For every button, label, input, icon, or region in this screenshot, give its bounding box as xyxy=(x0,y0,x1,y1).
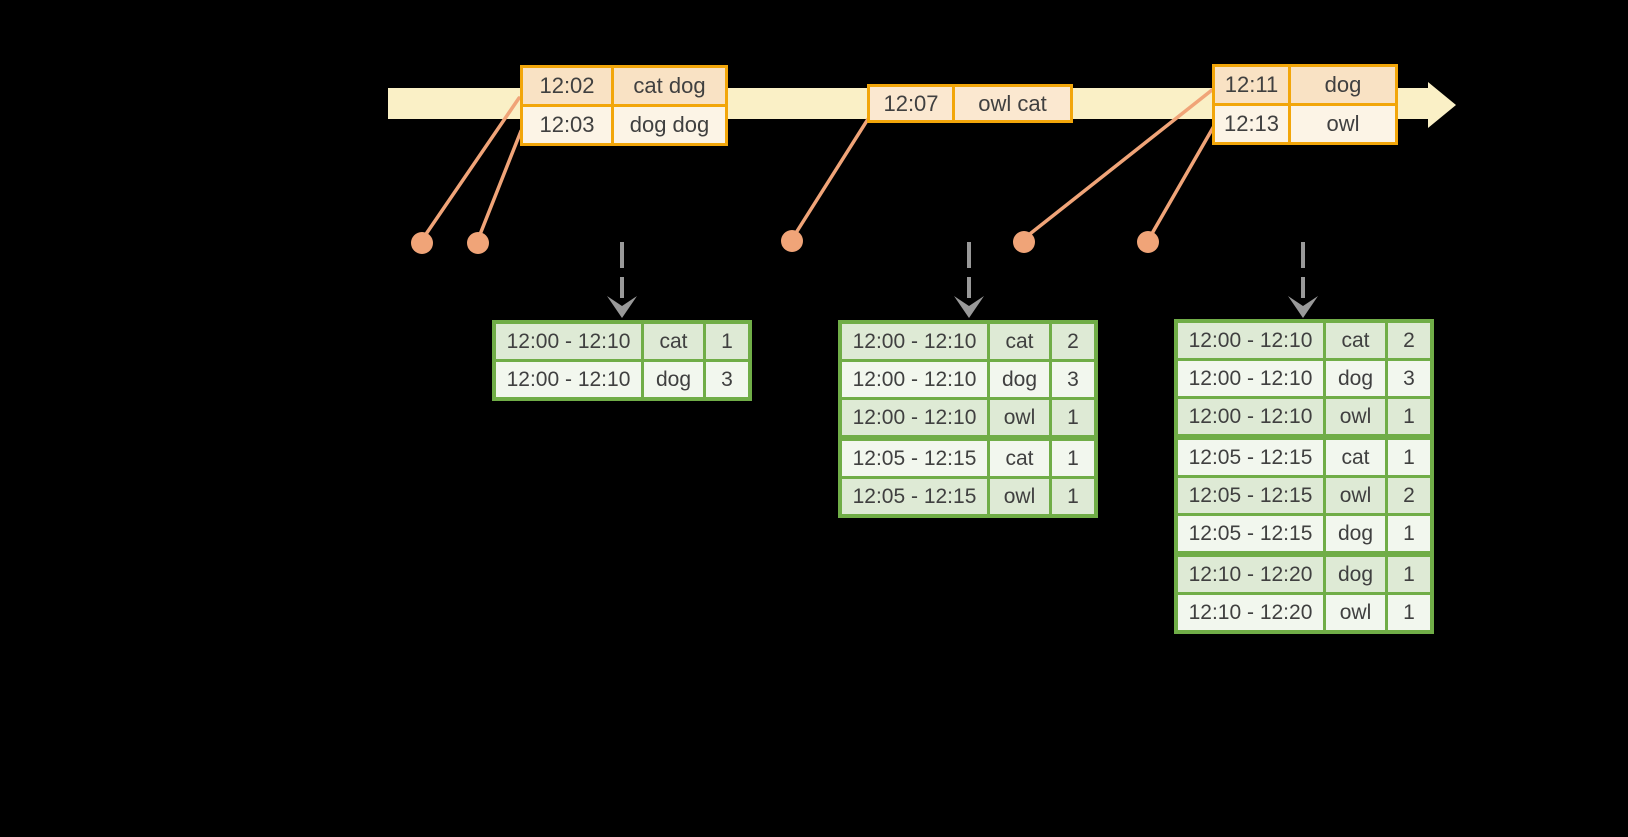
event-dot-icon xyxy=(1137,231,1159,253)
word-cell: cat xyxy=(1326,440,1385,475)
word-cell: dog xyxy=(990,362,1049,397)
word-cell: owl xyxy=(990,400,1049,435)
connector-line xyxy=(792,117,870,238)
word-cell: dog xyxy=(1326,361,1385,396)
count-cell: 2 xyxy=(1388,478,1430,513)
count-cell: 1 xyxy=(1052,441,1094,476)
word-cell: owl xyxy=(1326,595,1385,630)
count-cell: 1 xyxy=(706,324,748,359)
count-cell: 1 xyxy=(1388,440,1430,475)
trigger-arrow-icon xyxy=(607,242,637,318)
count-cell: 1 xyxy=(1052,400,1094,435)
event-dot-icon xyxy=(781,230,803,252)
input-batch-table-3: 12:11 dog 12:13 owl xyxy=(1212,64,1398,145)
count-cell: 3 xyxy=(1388,361,1430,396)
window-cell: 12:00 - 12:10 xyxy=(1178,361,1323,396)
connector-line xyxy=(1148,124,1216,239)
event-words-cell: owl cat xyxy=(955,87,1070,120)
word-cell: dog xyxy=(1326,557,1385,592)
event-words-cell: cat dog xyxy=(614,68,725,104)
result-table-2: 12:00 - 12:10 cat 2 12:00 - 12:10 dog 3 … xyxy=(838,320,1098,518)
input-batch-table-1: 12:02 cat dog 12:03 dog dog xyxy=(520,65,728,146)
word-cell: dog xyxy=(1326,516,1385,551)
count-cell: 1 xyxy=(1388,516,1430,551)
window-cell: 12:10 - 12:20 xyxy=(1178,595,1323,630)
window-cell: 12:00 - 12:10 xyxy=(1178,323,1323,358)
word-cell: cat xyxy=(644,324,703,359)
trigger-arrow-icon xyxy=(954,242,984,318)
word-cell: dog xyxy=(644,362,703,397)
event-words-cell: dog dog xyxy=(614,107,725,143)
window-cell: 12:00 - 12:10 xyxy=(496,362,641,397)
input-batch-table-2: 12:07 owl cat xyxy=(867,84,1073,123)
window-cell: 12:00 - 12:10 xyxy=(842,324,987,359)
word-cell: cat xyxy=(990,324,1049,359)
timeline-arrowhead-icon xyxy=(1428,82,1456,128)
word-cell: owl xyxy=(1326,399,1385,434)
event-time-cell: 12:11 xyxy=(1215,67,1288,103)
count-cell: 2 xyxy=(1052,324,1094,359)
event-time-cell: 12:07 xyxy=(870,87,952,120)
window-cell: 12:00 - 12:10 xyxy=(1178,399,1323,434)
event-words-cell: owl xyxy=(1291,106,1395,142)
event-words-cell: dog xyxy=(1291,67,1395,103)
window-cell: 12:05 - 12:15 xyxy=(842,441,987,476)
event-time-cell: 12:03 xyxy=(523,107,611,143)
event-time-cell: 12:13 xyxy=(1215,106,1288,142)
window-cell: 12:05 - 12:15 xyxy=(1178,478,1323,513)
event-dot-icon xyxy=(467,232,489,254)
result-table-1: 12:00 - 12:10 cat 1 12:00 - 12:10 dog 3 xyxy=(492,320,752,401)
count-cell: 3 xyxy=(706,362,748,397)
count-cell: 1 xyxy=(1388,595,1430,630)
connector-line xyxy=(477,129,523,239)
word-cell: cat xyxy=(1326,323,1385,358)
count-cell: 1 xyxy=(1388,557,1430,592)
window-cell: 12:05 - 12:15 xyxy=(1178,516,1323,551)
trigger-arrow-icon xyxy=(1288,242,1318,318)
count-cell: 2 xyxy=(1388,323,1430,358)
event-dot-icon xyxy=(1013,231,1035,253)
window-cell: 12:05 - 12:15 xyxy=(1178,440,1323,475)
event-time-cell: 12:02 xyxy=(523,68,611,104)
result-table-3: 12:00 - 12:10 cat 2 12:00 - 12:10 dog 3 … xyxy=(1174,319,1434,634)
window-cell: 12:05 - 12:15 xyxy=(842,479,987,514)
event-dot-icon xyxy=(411,232,433,254)
window-cell: 12:00 - 12:10 xyxy=(496,324,641,359)
window-cell: 12:00 - 12:10 xyxy=(842,400,987,435)
word-cell: owl xyxy=(990,479,1049,514)
word-cell: owl xyxy=(1326,478,1385,513)
window-cell: 12:10 - 12:20 xyxy=(1178,557,1323,592)
count-cell: 3 xyxy=(1052,362,1094,397)
count-cell: 1 xyxy=(1388,399,1430,434)
count-cell: 1 xyxy=(1052,479,1094,514)
window-cell: 12:00 - 12:10 xyxy=(842,362,987,397)
word-cell: cat xyxy=(990,441,1049,476)
